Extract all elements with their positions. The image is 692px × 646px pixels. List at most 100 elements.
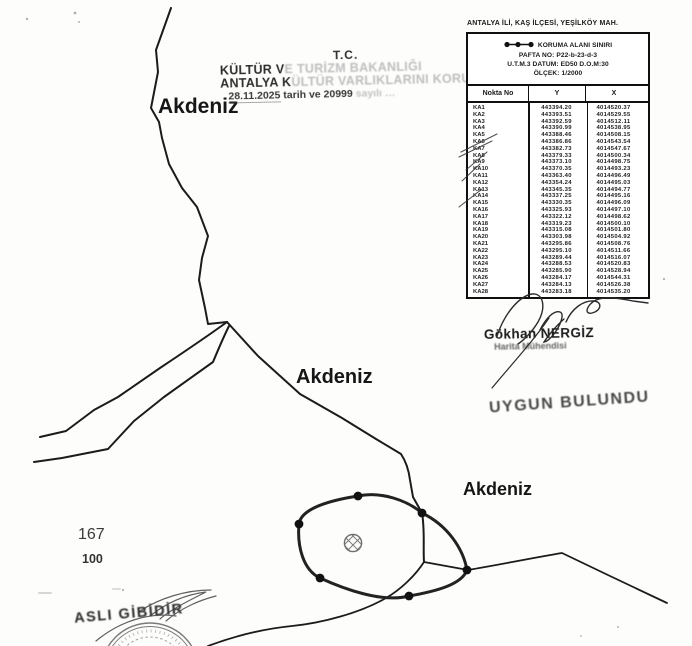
coordinate-y: 443283.18 bbox=[541, 288, 572, 295]
coordinate-y: 443285.90 bbox=[541, 268, 572, 275]
coordinate-y: 443354.24 bbox=[541, 179, 572, 186]
header-nokta-no: Nokta No bbox=[482, 90, 514, 97]
peninsula-lower-edge bbox=[33, 325, 230, 463]
point-id: KA13 bbox=[473, 186, 489, 193]
coordinate-x: 4014529.55 bbox=[596, 111, 631, 118]
boundary-vertex-dots bbox=[294, 491, 472, 601]
coordinate-y: 443386.86 bbox=[541, 138, 572, 145]
table-row: KA6 443386.86 4014543.54 bbox=[468, 139, 648, 146]
table-header: Nokta No Y X bbox=[468, 86, 648, 103]
coordinate-x: 4014495.16 bbox=[596, 193, 631, 200]
coordinate-x: 4014498.62 bbox=[596, 213, 631, 220]
point-id: KA4 bbox=[473, 125, 485, 132]
coordinate-x: 4014526.38 bbox=[596, 281, 631, 288]
point-id: KA5 bbox=[473, 132, 485, 139]
hatched-circle-symbol bbox=[343, 533, 363, 553]
legend-scale: ÖLÇEK: 1/2000 bbox=[533, 69, 583, 77]
coordinate-x: 4014496.49 bbox=[596, 172, 631, 179]
point-id: KA7 bbox=[473, 145, 485, 152]
sea-label-akdeniz-2: Akdeniz bbox=[296, 366, 373, 388]
point-id: KA22 bbox=[473, 247, 489, 254]
point-id: KA25 bbox=[473, 268, 489, 275]
table-row: KA11 443363.40 4014496.49 bbox=[468, 173, 648, 180]
coordinate-y: 443295.86 bbox=[541, 240, 572, 247]
table-row: KA15 443330.35 4014496.09 bbox=[468, 200, 648, 207]
official-seal bbox=[107, 622, 193, 646]
coordinate-x: 4014500.34 bbox=[596, 152, 631, 159]
coordinate-y: 443363.40 bbox=[541, 172, 572, 179]
legend-datum: U.T.M.3 DATUM: ED50 D.O.M:30 bbox=[507, 60, 609, 68]
sea-label-akdeniz-3: Akdeniz bbox=[463, 479, 533, 499]
ministry-stamp: T.C. KÜLTÜR VE TURİZM BAKANLIĞI ANTALYA … bbox=[219, 46, 549, 104]
coordinate-x: 4014508.15 bbox=[596, 132, 631, 139]
coordinate-y: 443390.99 bbox=[541, 125, 572, 132]
coordinate-x: 4014497.10 bbox=[596, 206, 631, 213]
header-x: X bbox=[585, 86, 642, 101]
point-id: KA2 bbox=[473, 111, 485, 118]
table-row: KA4 443390.99 4014538.95 bbox=[468, 125, 648, 132]
point-id: KA6 bbox=[473, 138, 485, 145]
location-header: ANTALYA İLİ, KAŞ İLÇESİ, YEŞİLKÖY MAH. bbox=[467, 20, 619, 27]
coordinate-x: 4014538.95 bbox=[596, 125, 631, 132]
table-row: KA5 443388.46 4014508.15 bbox=[468, 132, 648, 139]
point-id: KA10 bbox=[473, 166, 489, 173]
coordinate-x: 4014512.11 bbox=[596, 118, 631, 125]
point-id: KA18 bbox=[473, 220, 489, 227]
point-id: KA28 bbox=[473, 288, 489, 295]
coordinate-y: 443330.35 bbox=[541, 200, 572, 207]
point-id: KA17 bbox=[473, 213, 489, 220]
coordinate-y: 443289.44 bbox=[541, 254, 572, 261]
coordinate-x: 4014501.80 bbox=[596, 227, 631, 234]
coordinate-y: 443379.33 bbox=[541, 152, 572, 159]
coordinate-x: 4014500.10 bbox=[596, 220, 631, 227]
table-row: KA13 443345.35 4014494.77 bbox=[468, 187, 648, 194]
header-y: Y bbox=[528, 86, 585, 101]
point-id: KA20 bbox=[473, 234, 489, 241]
coordinate-y: 443284.13 bbox=[541, 281, 572, 288]
coordinate-x: 4014520.37 bbox=[596, 105, 631, 111]
coordinate-y: 443373.10 bbox=[541, 159, 572, 166]
legend-pafta: PAFTA NO: P22-b-23-d-3 bbox=[518, 51, 598, 59]
coordinate-x: 4014494.77 bbox=[596, 186, 631, 193]
legend-boundary-label: KORUMA ALANI SINIRI bbox=[537, 41, 613, 49]
point-id: KA12 bbox=[473, 179, 489, 186]
boundary-line-symbol bbox=[504, 41, 534, 51]
coordinate-x: 4014504.92 bbox=[596, 234, 631, 241]
coordinate-y: 443382.73 bbox=[541, 145, 572, 152]
parcel-number-100: 100 bbox=[82, 552, 103, 566]
coordinate-x: 4014498.75 bbox=[596, 159, 631, 166]
certified-copy-stamp: ASLI GİBİDİR bbox=[73, 601, 185, 627]
coordinate-x: 4014535.20 bbox=[596, 288, 631, 295]
coordinate-x: 4014496.09 bbox=[596, 200, 631, 207]
surveyor-title: Harita Mühendisi bbox=[494, 340, 567, 352]
point-id: KA14 bbox=[473, 193, 489, 200]
coordinate-y: 443345.35 bbox=[541, 186, 572, 193]
coordinate-x: 4014528.94 bbox=[596, 268, 631, 275]
point-id: KA23 bbox=[473, 254, 489, 261]
protection-boundary-polygon bbox=[297, 493, 469, 600]
legend-box: KORUMA ALANI SINIRI PAFTA NO: P22-b-23-d… bbox=[466, 32, 650, 86]
table-row: KA27 443284.13 4014526.38 bbox=[468, 282, 648, 289]
point-id: KA26 bbox=[473, 274, 489, 281]
coordinate-y: 443388.46 bbox=[541, 132, 572, 139]
coordinate-x: 4014543.54 bbox=[596, 138, 631, 145]
point-id: KA11 bbox=[473, 172, 488, 179]
point-id: KA27 bbox=[473, 281, 489, 288]
coordinate-x: 4014516.07 bbox=[596, 254, 631, 261]
coordinate-y: 443392.59 bbox=[541, 118, 572, 125]
column-divider bbox=[586, 103, 588, 298]
point-id: KA19 bbox=[473, 227, 489, 234]
point-id: KA15 bbox=[473, 200, 489, 207]
